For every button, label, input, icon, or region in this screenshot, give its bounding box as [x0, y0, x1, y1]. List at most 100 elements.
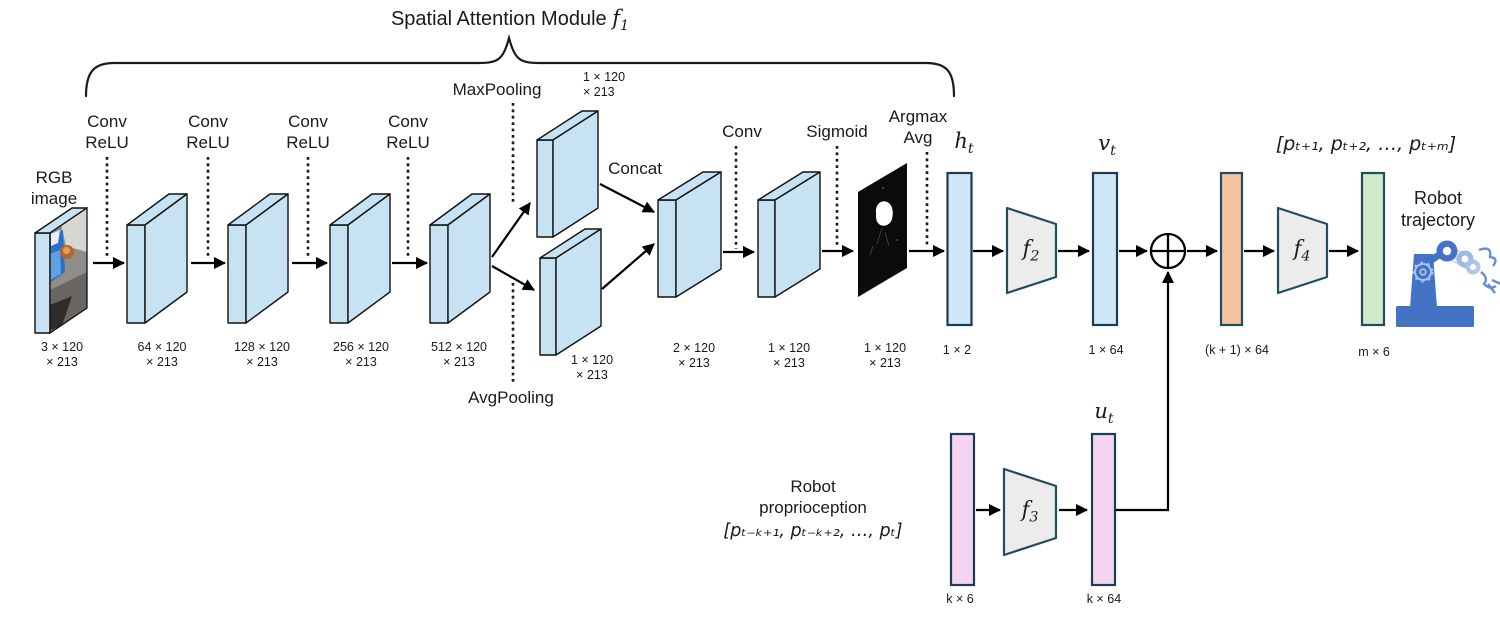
arrow-conv4-to-avgpool	[491, 265, 535, 291]
op-label-conv-relu-3: Conv ReLU	[286, 111, 329, 153]
dim-conv1: 64 × 120 × 213	[137, 340, 186, 370]
dim-line2: × 213	[146, 355, 178, 369]
vt-sub: t	[1110, 143, 1116, 160]
rgb-input-label-line2: image	[30, 189, 78, 209]
op-label-conv-relu-2: Conv ReLU	[186, 111, 229, 153]
ut-sub: t	[1107, 411, 1114, 428]
dim-line2: × 213	[46, 355, 78, 369]
diagram-title: Spatial Attention Module f1	[391, 5, 629, 36]
proprio-input-bar	[949, 432, 976, 587]
proprio-label-line2: proprioception	[759, 498, 867, 518]
maxpool-feature-slab	[536, 110, 599, 238]
rgb-input-label: RGB image	[31, 167, 77, 209]
concat-feature-slab	[657, 171, 722, 298]
dim-concat: 2 × 120 × 213	[673, 341, 715, 371]
f2-base: f	[1022, 236, 1031, 261]
op-label-sigmoid: Sigmoid	[806, 122, 868, 141]
op-label-conv-relu-1: Conv ReLU	[85, 111, 128, 153]
avg-label: Avg	[903, 128, 933, 148]
dim-conv3: 256 × 120 × 213	[333, 340, 389, 370]
vt-vector-bar	[1091, 171, 1119, 327]
trajectory-vector-bar	[1360, 171, 1386, 327]
vt-base: v	[1098, 131, 1111, 155]
proprio-label-line1: Robot	[790, 477, 836, 496]
relu-label: ReLU	[186, 133, 230, 153]
f2-symbol: f2	[1023, 236, 1040, 267]
ut-base: u	[1094, 399, 1108, 423]
dim-conv2: 128 × 120 × 213	[234, 340, 290, 370]
ut-vector-bar	[1090, 432, 1117, 587]
ut-symbol: ut	[1094, 398, 1113, 429]
dim-line1: 64 × 120	[137, 340, 187, 354]
robot-arm-icon	[1396, 240, 1500, 327]
conv-layer-1	[126, 193, 188, 324]
op-label-argmax-avg: Argmax Avg	[889, 106, 948, 148]
dim-conv5: 1 × 120 × 213	[768, 341, 810, 371]
dim-line1: 128 × 120	[234, 340, 290, 354]
op-label-avgpooling: AvgPooling	[468, 388, 554, 407]
relu-label: ReLU	[286, 133, 330, 153]
dim-line2: × 213	[246, 355, 278, 369]
conv-layer-4	[429, 193, 491, 324]
relu-label: ReLU	[386, 133, 430, 153]
conv-label: Conv	[388, 112, 428, 131]
conv-layer-3	[329, 193, 391, 324]
trajectory-label-line1: Robot	[1413, 188, 1463, 208]
fused-vector-bar	[1219, 171, 1244, 327]
ht-base: h	[954, 129, 968, 153]
dim-line2: × 213	[583, 85, 615, 99]
conv-label: Conv	[87, 112, 127, 131]
dim-line1: 1 × 120	[583, 70, 626, 84]
dim-line1: 1 × 120	[570, 353, 614, 367]
arrow-avgpool-to-concat	[601, 243, 655, 290]
dim-line1: 2 × 120	[672, 341, 716, 355]
dim-line1: 1 × 120	[767, 341, 811, 355]
f3-symbol: f3	[1022, 497, 1039, 528]
proprio-input-label: Robot proprioception	[759, 476, 867, 518]
trajectory-output-label: Robot trajectory	[1401, 187, 1475, 232]
op-label-conv5: Conv	[722, 122, 762, 141]
f4-symbol: f4	[1294, 236, 1311, 267]
proprio-pose-sequence-label: [pₜ₋ₖ₊₁, pₜ₋ₖ₊₂, …, pₜ]	[723, 521, 903, 541]
rgb-input-label-line1: RGB	[35, 168, 73, 187]
dim-line1: 512 × 120	[431, 340, 487, 354]
dim-line2: × 213	[678, 356, 710, 370]
dim-fused: (k + 1) × 64	[1205, 343, 1269, 357]
f4-base: f	[1293, 236, 1302, 261]
conv-layer-2	[227, 193, 289, 324]
ht-vector-bar	[946, 171, 973, 327]
f1-base: f	[612, 6, 620, 30]
dim-ht: 1 × 2	[942, 343, 972, 357]
dim-rgb: 3 × 120 × 213	[41, 340, 83, 370]
dim-trajectory: m × 6	[1358, 345, 1390, 359]
f2-sub: 2	[1030, 248, 1040, 265]
argmax-label: Argmax	[888, 107, 948, 126]
f3-sub: 3	[1029, 509, 1039, 526]
module-brace	[84, 33, 956, 98]
dim-proprio-feat: k × 64	[1086, 592, 1122, 606]
dim-conv4: 512 × 120 × 213	[431, 340, 487, 370]
f2-module-shape	[1005, 206, 1058, 295]
rgb-photo-content	[50, 208, 87, 333]
op-label-concat: Concat	[608, 159, 662, 178]
dim-line1: 3 × 120	[40, 340, 84, 354]
avgpool-feature-slab	[539, 228, 602, 356]
dim-line1: 1 × 120	[863, 341, 907, 355]
dim-maxpool: 1 × 120 × 213	[583, 70, 625, 100]
f1-symbol: f1	[612, 6, 629, 34]
dim-vt: 1 × 64	[1088, 343, 1124, 357]
add-operator-icon	[1149, 232, 1187, 270]
f4-sub: 4	[1301, 248, 1311, 265]
dim-line2: × 213	[869, 356, 901, 370]
f3-base: f	[1021, 497, 1030, 522]
dim-line2: × 213	[576, 368, 608, 382]
dim-line1: 256 × 120	[333, 340, 389, 354]
trajectory-label-line2: trajectory	[1400, 210, 1476, 231]
vt-symbol: vt	[1098, 130, 1116, 161]
dim-attention-map: 1 × 120 × 213	[864, 341, 906, 371]
arrow-conv4-to-maxpool	[491, 202, 531, 258]
dim-line2: × 213	[345, 355, 377, 369]
dim-avgpool: 1 × 120 × 213	[571, 353, 613, 383]
dim-line2: × 213	[773, 356, 805, 370]
